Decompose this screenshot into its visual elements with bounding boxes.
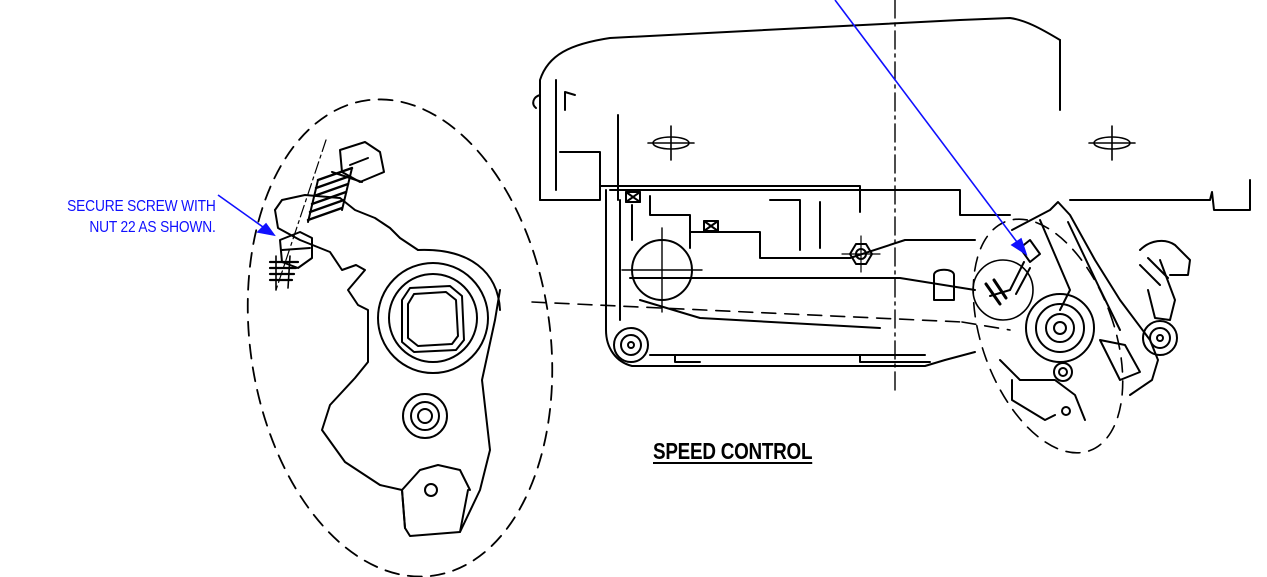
cover-crosshair-2: [1088, 125, 1136, 161]
callout-line-1: SECURE SCREW WITH: [67, 198, 217, 215]
diagram-title: SPEED CONTROL: [653, 438, 813, 464]
throttle-shaft-hub: [1025, 293, 1095, 382]
plate-corner-bolt-right: [1142, 320, 1178, 356]
plate-marker-left: [625, 191, 641, 203]
callout-line-2: NUT 22 AS SHOWN.: [89, 219, 216, 236]
plate-corner-bolt-left: [613, 327, 649, 363]
plate-marker-center: [703, 220, 719, 232]
speed-control-lever-assembly: [999, 201, 1191, 421]
callout-arrows: [217, 0, 1028, 256]
plate-hex-bolt: [841, 235, 881, 273]
adjustment-screw-main-view: [972, 239, 1041, 321]
governor-plate: [605, 189, 1011, 367]
cover-crosshair-1: [647, 125, 695, 161]
plate-large-bore: [621, 227, 703, 313]
governor-housing: [532, 17, 1251, 213]
detail-leader-lines: [531, 218, 1124, 454]
callout-secure-screw: SECURE SCREW WITH NUT 22 AS SHOWN.: [67, 196, 217, 238]
detail-view-lever: [246, 98, 554, 577]
